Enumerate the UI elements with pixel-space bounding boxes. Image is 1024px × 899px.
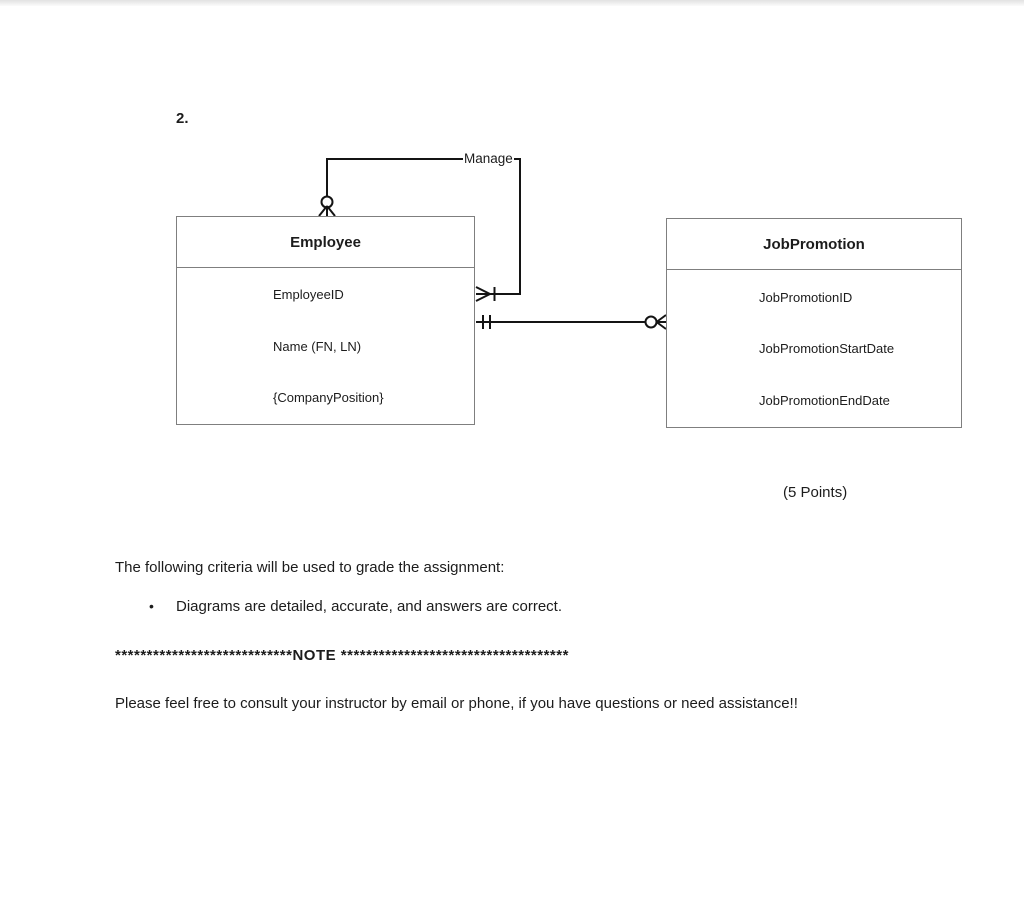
relationship-label-manage: Manage <box>463 151 514 167</box>
bullet-item-text: Diagrams are detailed, accurate, and ans… <box>176 598 563 615</box>
bullet-icon: • <box>149 598 154 614</box>
entity-jobpromotion-title: JobPromotion <box>667 219 961 270</box>
entity-employee: Employee EmployeeID Name (FN, LN) {Compa… <box>176 216 475 425</box>
employee-attribute: Name (FN, LN) <box>273 339 362 354</box>
window-top-edge <box>0 0 1024 6</box>
jobpromotion-attribute: JobPromotionEndDate <box>759 393 890 408</box>
one-and-only-one-icon <box>482 315 491 329</box>
employee-attribute: {CompanyPosition} <box>273 390 384 405</box>
question-number: 2. <box>176 110 189 127</box>
zero-or-many-icon <box>644 314 667 330</box>
employee-attribute: EmployeeID <box>273 287 344 302</box>
entity-jobpromotion: JobPromotion JobPromotionID JobPromotion… <box>666 218 962 428</box>
note-divider-text: ****************************NOTE *******… <box>115 647 569 664</box>
criteria-intro-text: The following criteria will be used to g… <box>115 559 505 576</box>
jobpromotion-attribute: JobPromotionID <box>759 290 853 305</box>
one-or-many-icon <box>475 286 496 302</box>
points-label: (5 Points) <box>783 484 848 501</box>
zero-or-many-icon <box>318 195 336 217</box>
jobpromotion-attribute: JobPromotionStartDate <box>759 341 895 356</box>
criteria-bullet-item: • Diagrams are detailed, accurate, and an… <box>149 598 562 615</box>
closing-text: Please feel free to consult your instruc… <box>115 695 798 712</box>
entity-employee-title: Employee <box>177 217 474 268</box>
